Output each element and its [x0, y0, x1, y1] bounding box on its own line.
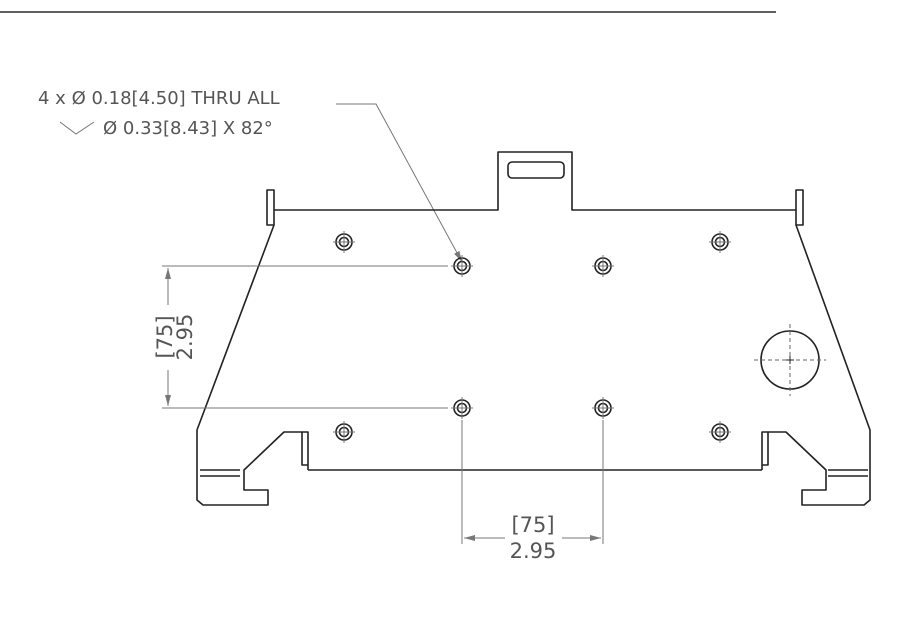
large-hole	[754, 324, 826, 396]
countersink-symbol	[60, 122, 94, 134]
mounting-holes	[333, 231, 826, 443]
callout-line-1: 4 x Ø 0.18[4.50] THRU ALL	[38, 88, 280, 109]
vertical-dim-in: 2.95	[173, 314, 197, 361]
vesa-hole	[451, 397, 473, 419]
vertical-dimension: [75] 2.95	[153, 266, 448, 408]
horizontal-dimension: [75] 2.95	[462, 420, 603, 563]
vesa-hole	[451, 255, 473, 277]
callout-line-2: Ø 0.33[8.43] X 82°	[103, 118, 273, 139]
top-tab-slot	[508, 162, 564, 178]
vesa-hole	[592, 397, 614, 419]
countersink-hole	[709, 421, 731, 443]
vesa-hole	[592, 255, 614, 277]
horizontal-dim-in: 2.95	[510, 539, 557, 563]
callout-leader	[336, 104, 462, 262]
countersink-hole	[709, 231, 731, 253]
bracket-outline	[197, 152, 870, 505]
hole-callout: 4 x Ø 0.18[4.50] THRU ALL Ø 0.33[8.43] X…	[38, 88, 462, 262]
countersink-hole	[333, 231, 355, 253]
countersink-hole	[333, 421, 355, 443]
horizontal-dim-mm: [75]	[511, 513, 554, 537]
